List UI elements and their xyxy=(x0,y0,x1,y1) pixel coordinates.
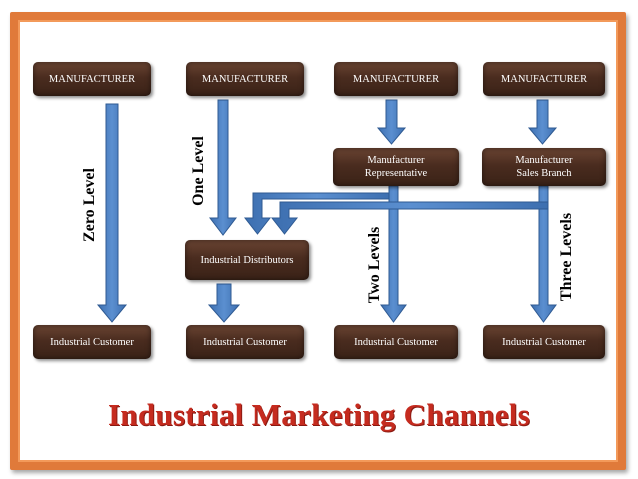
manufacturer-box-3: MANUFACTURER xyxy=(334,62,458,96)
industrial-customer-box-4: Industrial Customer xyxy=(483,325,605,359)
arrow-mfr-to-representative xyxy=(376,99,407,145)
arrow-mfr-to-sales-branch xyxy=(527,99,558,145)
manufacturer-label: MANUFACTURER xyxy=(352,73,440,85)
manufacturer-sales-branch-box: Manufacturer Sales Branch xyxy=(482,148,606,186)
manufacturer-label: MANUFACTURER xyxy=(500,73,588,85)
customer-label: Industrial Customer xyxy=(502,336,586,348)
arrow-sales-branch-to-distributors xyxy=(270,201,549,235)
arrow-zero-level xyxy=(96,103,128,323)
distributors-label: Industrial Distributors xyxy=(200,254,294,266)
sales-branch-label: Manufacturer Sales Branch xyxy=(515,155,573,179)
one-level-label: One Level xyxy=(190,136,207,206)
customer-label: Industrial Customer xyxy=(203,336,287,348)
page-title: Industrial Marketing Channels xyxy=(107,397,531,432)
two-levels-label: Two Levels xyxy=(366,226,383,304)
arrow-one-level xyxy=(208,99,238,236)
zero-level-label: Zero Level xyxy=(81,168,98,242)
representative-label: Manufacturer Representative xyxy=(364,155,428,179)
manufacturer-box-1: MANUFACTURER xyxy=(33,62,151,96)
arrow-distributor-to-customer xyxy=(207,283,241,323)
industrial-customer-box-3: Industrial Customer xyxy=(334,325,458,359)
manufacturer-label: MANUFACTURER xyxy=(48,73,136,85)
industrial-customer-box-1: Industrial Customer xyxy=(33,325,151,359)
industrial-distributors-box: Industrial Distributors xyxy=(185,240,309,280)
three-levels-label: Three Levels xyxy=(558,212,575,302)
arrow-representative-to-distributors xyxy=(243,192,390,235)
manufacturer-label: MANUFACTURER xyxy=(201,73,289,85)
industrial-customer-box-2: Industrial Customer xyxy=(186,325,304,359)
customer-label: Industrial Customer xyxy=(50,336,134,348)
customer-label: Industrial Customer xyxy=(354,336,438,348)
manufacturer-representative-box: Manufacturer Representative xyxy=(333,148,459,186)
manufacturer-box-4: MANUFACTURER xyxy=(483,62,605,96)
manufacturer-box-2: MANUFACTURER xyxy=(186,62,304,96)
